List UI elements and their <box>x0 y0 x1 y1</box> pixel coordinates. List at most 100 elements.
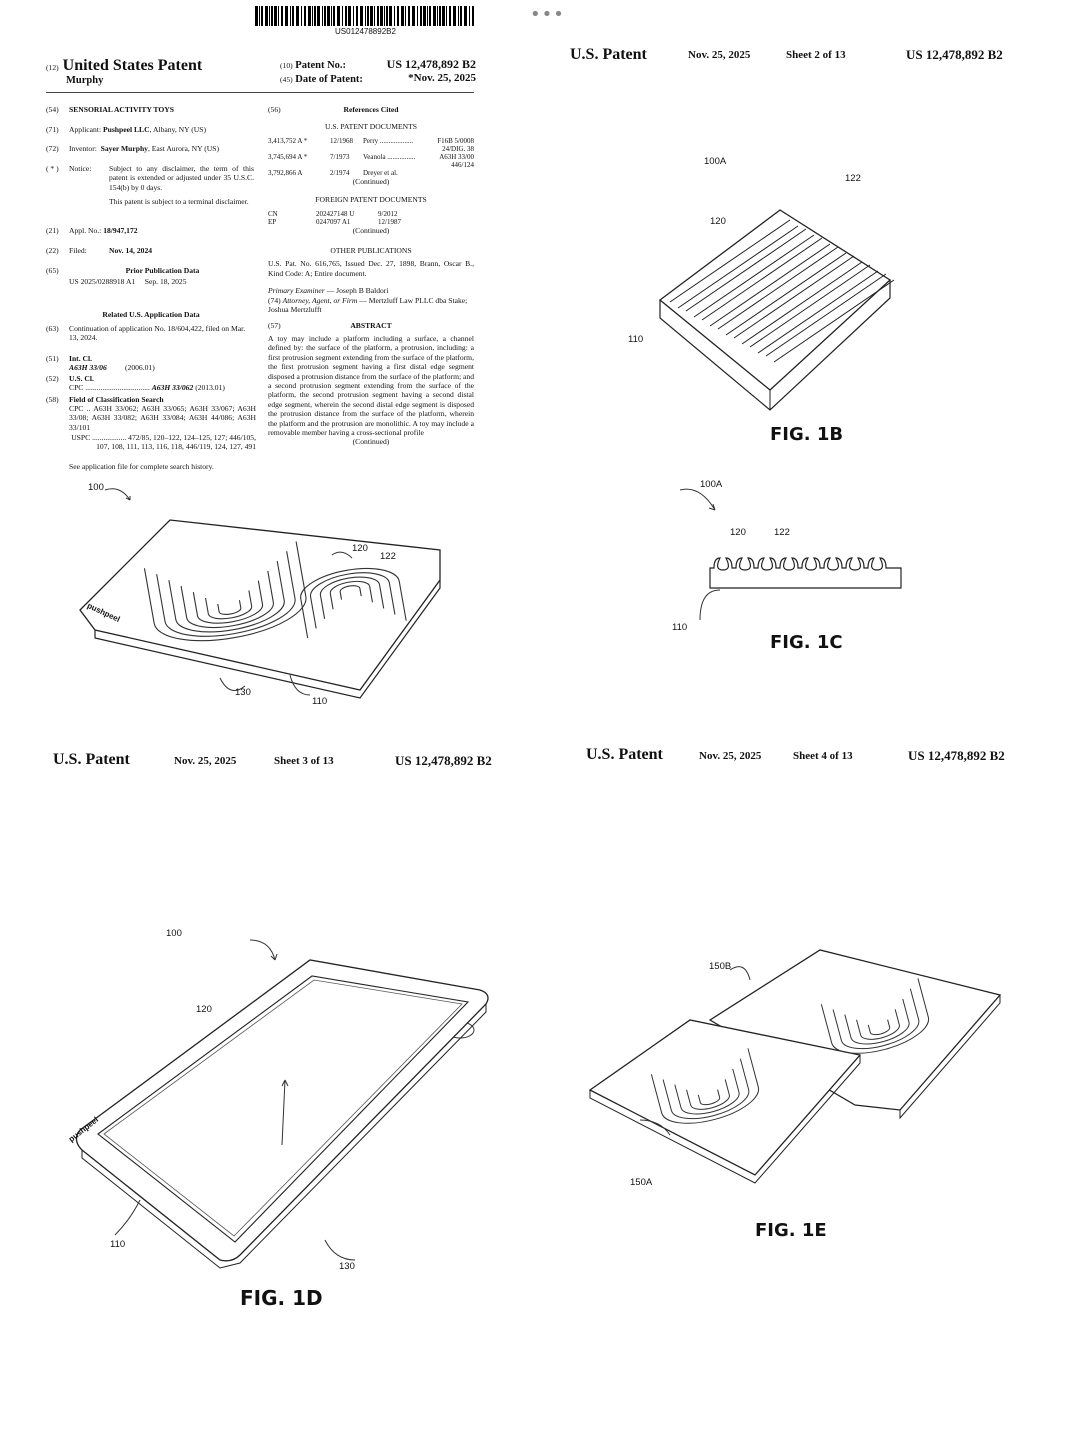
sheet-header-title: U.S. Patent <box>586 746 663 763</box>
ridge-line <box>205 590 253 620</box>
ref-name: Perry ................... <box>363 136 414 145</box>
int-cl-class: A63H 33/06 <box>69 363 107 372</box>
sheet-header-date: Nov. 25, 2025 <box>688 49 751 61</box>
ridge-line <box>650 1048 760 1124</box>
ref-120: 120 <box>730 527 746 538</box>
ridge-line <box>662 1058 750 1120</box>
ref-110: 110 <box>628 334 644 345</box>
applicant-label: Applicant: <box>69 125 102 134</box>
field-code: (71) <box>46 125 59 134</box>
figure-1a-drawing <box>79 488 441 699</box>
field-code: (57) <box>268 321 281 331</box>
ridge-line <box>319 576 385 619</box>
field-code: (21) <box>46 226 59 235</box>
field-code: (72) <box>46 144 59 153</box>
ridge-line <box>180 570 274 629</box>
ridge-line <box>820 978 930 1054</box>
ref-name: Veanola ................ <box>363 152 416 161</box>
ref-date: 12/1968 <box>330 136 353 145</box>
sheet-header-title: U.S. Patent <box>53 751 130 768</box>
filed-label: Filed: <box>69 246 87 255</box>
ridge-line <box>856 1009 900 1040</box>
ref-name: Dreyer et al. <box>363 168 398 177</box>
sheet-header-date: Nov. 25, 2025 <box>699 750 762 762</box>
code-12: (12) <box>46 63 59 72</box>
sheet-header-patent-no: US 12,478,892 B2 <box>908 748 1005 763</box>
ref-120: 120 <box>196 1004 212 1015</box>
ref-110: 110 <box>110 1239 126 1250</box>
ridge-line <box>669 219 799 309</box>
patent-date: *Nov. 25, 2025 <box>408 72 476 84</box>
foreign-docs-title: FOREIGN PATENT DOCUMENTS <box>315 195 427 205</box>
field-code: (52) <box>46 374 59 383</box>
ref-class: A63H 33/00 <box>439 152 474 161</box>
inventor-name: Sayer Murphy <box>100 144 148 153</box>
notice-label: Notice: <box>69 164 92 173</box>
notice-text: Subject to any disclaimer, the term of t… <box>109 164 254 192</box>
attorney-label: Attorney, Agent, or Firm <box>282 295 358 305</box>
ridge-line <box>192 580 264 624</box>
ridge-line <box>156 551 296 637</box>
us-cl-label: U.S. Cl. <box>69 374 94 383</box>
prior-pub-date: Sep. 18, 2025 <box>144 277 187 286</box>
sheet-header-title: U.S. Patent <box>570 46 647 63</box>
ref-100: 100 <box>88 482 104 493</box>
applicant-name: Pushpeel LLC <box>102 125 150 134</box>
title: SENSORIAL ACTIVITY TOYS <box>69 105 174 114</box>
continuation-text: Continuation of application No. 18/604,4… <box>69 324 246 343</box>
ridge-line <box>765 273 895 363</box>
ref-110: 110 <box>672 622 688 633</box>
ref-122: 122 <box>774 527 790 538</box>
ref-date: 12/1987 <box>378 217 401 226</box>
field-code: (54) <box>46 105 59 114</box>
ref-120: 120 <box>710 216 726 227</box>
sheet-header-number: Sheet 2 of 13 <box>786 49 846 61</box>
ridge-line <box>300 567 407 639</box>
continued-note: (Continued) <box>352 176 390 186</box>
barcode <box>255 6 474 26</box>
ridge-line <box>867 1019 891 1036</box>
sheet-header-number: Sheet 4 of 13 <box>793 750 853 762</box>
appl-no: 18/947,172 <box>103 226 138 235</box>
us-reference-row: 3,745,694 A * 7/1973 Veanola .............… <box>268 153 474 169</box>
class-search-uspc: USPC .................. 472/85, 120–122,… <box>71 433 256 452</box>
ridge-line <box>686 1079 730 1110</box>
class-search-label: Field of Classification Search <box>69 395 164 404</box>
ref-100a: 100A <box>700 479 723 490</box>
examiner-label: Primary Examiner <box>268 286 325 296</box>
ridge-line <box>733 255 863 345</box>
more-dots-icon[interactable]: ••• <box>530 4 565 25</box>
other-pubs-title: OTHER PUBLICATIONS <box>330 246 412 256</box>
field-code: (63) <box>46 324 59 333</box>
ref-120: 120 <box>352 543 368 554</box>
ridge-line <box>339 585 362 600</box>
figure-1c-drawing <box>679 488 902 620</box>
ridge-line <box>749 264 879 354</box>
ridge-line <box>217 600 242 615</box>
abstract-title: ABSTRACT <box>350 321 392 331</box>
ref-date: 9/2012 <box>378 209 398 218</box>
ridge-line <box>832 988 920 1050</box>
field-code: (65) <box>46 266 59 275</box>
ref-no: 3,745,694 A * <box>268 152 308 161</box>
ref-100a: 100A <box>704 156 727 167</box>
figure-1d-drawing <box>75 939 489 1269</box>
inventor-surname: Murphy <box>66 75 104 86</box>
code-10: (10) <box>280 61 293 70</box>
ridge-line <box>674 1068 740 1115</box>
continued-note: (Continued) <box>352 437 390 447</box>
ridge-line <box>844 998 910 1045</box>
ref-class: 24/DIG. 38 <box>442 144 474 153</box>
filed-date: Nov. 14, 2024 <box>109 246 153 255</box>
ridge-line <box>697 1089 721 1106</box>
ref-country: EP <box>268 217 277 226</box>
ref-date: 7/1973 <box>330 152 350 161</box>
search-history-note: See application file for complete search… <box>69 462 214 471</box>
figure-1e-drawing <box>588 949 1002 1184</box>
ref-date: 2/1974 <box>330 168 350 177</box>
field-code: (56) <box>268 105 281 114</box>
figure-1c-caption: FIG. 1C <box>770 632 843 653</box>
code-45: (45) <box>280 75 293 84</box>
